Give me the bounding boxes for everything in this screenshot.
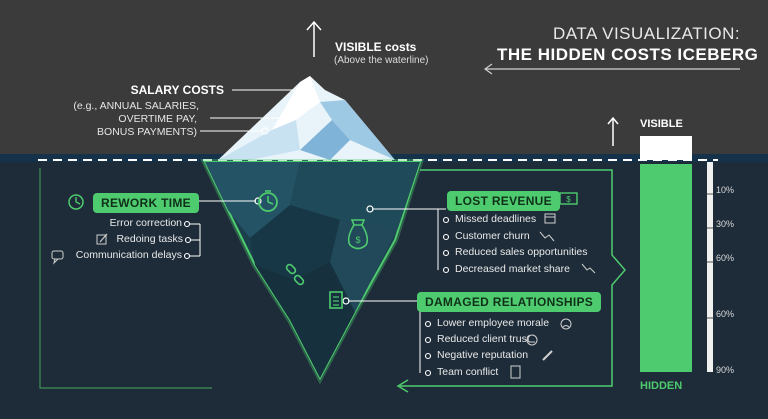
bar-hidden-label: HIDDEN: [640, 380, 683, 392]
lost-revenue-pill: LOST REVENUE: [447, 191, 560, 211]
scale-track: [707, 162, 713, 372]
visible-costs-label: VISIBLE costs: [335, 40, 417, 54]
bar-visible-segment: [640, 136, 692, 160]
file-icon: [510, 365, 521, 379]
tick-label: 10%: [716, 185, 735, 195]
chart-down-icon: [539, 231, 555, 242]
visible-costs-sub: (Above the waterline): [334, 55, 429, 66]
chat-icon: [51, 250, 64, 265]
edit-icon: [96, 233, 108, 245]
iceberg-tip: [218, 76, 395, 160]
damaged-item-4: Team conflict: [437, 366, 499, 378]
rework-item-2: Redoing tasks: [116, 233, 183, 245]
money-bag-icon: $: [347, 219, 369, 250]
lost-revenue-item-2: Customer churn: [455, 230, 530, 242]
tick-label: 90%: [716, 365, 735, 375]
bar-visible-label: VISIBLE: [640, 118, 683, 130]
rework-item-1: Error correction: [109, 217, 182, 229]
tick-label: 30%: [716, 219, 735, 229]
title-line-1: DATA VISUALIZATION:: [553, 24, 741, 43]
broken-chain-icon: [285, 263, 305, 286]
damaged-item-3: Negative reputation: [437, 349, 529, 361]
lost-revenue-item-1: Missed deadlines: [455, 213, 537, 225]
svg-text:$: $: [355, 235, 360, 245]
document-icon: [329, 291, 343, 309]
damaged-item-2: Reduced client trust: [437, 333, 530, 345]
rework-clock-icon: [68, 194, 84, 210]
salary-line-1: (e.g., ANNUAL SALARIES,: [73, 100, 199, 112]
bar-hidden-segment: [640, 164, 692, 372]
calendar-icon: [544, 213, 556, 224]
dollar-bill-icon: $: [559, 192, 578, 205]
tick-label: 60%: [716, 309, 735, 319]
rework-item-3: Communication delays: [75, 249, 182, 261]
salary-costs-title: SALARY COSTS: [130, 83, 224, 97]
visible-hidden-bar: [607, 116, 713, 372]
iceberg-underwater: [200, 159, 425, 385]
damaged-relationships-pill: DAMAGED RELATIONSHIPS: [417, 292, 602, 312]
link-icon: [542, 350, 553, 361]
damaged-item-1: Lower employee morale: [437, 317, 550, 329]
sad-face-icon: [560, 318, 572, 330]
tick-label: 60%: [716, 253, 735, 263]
clock-icon: [258, 190, 278, 212]
title-line-2: THE HIDDEN COSTS ICEBERG: [497, 45, 759, 64]
salary-line-3: BONUS PAYMENTS): [97, 126, 197, 138]
svg-text:$: $: [566, 195, 571, 204]
rework-time-pill: REWORK TIME: [93, 193, 199, 213]
trend-down-icon: [581, 263, 596, 274]
lost-revenue-item-3: Reduced sales opportunities: [455, 246, 588, 258]
neutral-face-icon: [526, 334, 538, 346]
salary-line-2: OVERTIME PAY,: [118, 113, 197, 125]
lost-revenue-item-4: Decreased market share: [455, 263, 570, 275]
